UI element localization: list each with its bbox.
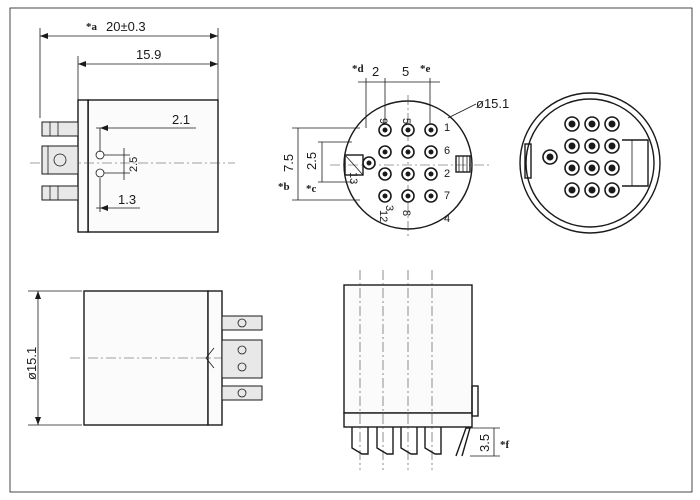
pin-contact-center — [382, 127, 388, 133]
pin-grid: 9 5 1 6 2 13 7 312 8 4 — [347, 118, 450, 225]
bottom-pin-center — [608, 186, 616, 194]
bottom-pin-center — [588, 142, 596, 150]
pin-contact-center — [428, 193, 434, 199]
pin-contact-center — [366, 160, 372, 166]
pin-contact-center — [405, 149, 411, 155]
pin-number-label: 7 — [444, 190, 450, 202]
dim-left-2-5: 2.5 — [304, 152, 319, 170]
pin-contact-center — [405, 193, 411, 199]
dim-left-7-5: 7.5 — [281, 154, 296, 172]
bottom-view — [519, 92, 661, 234]
pin-number-label: 4 — [444, 213, 450, 225]
pin-contact-center — [428, 171, 434, 177]
dim-diameter-top: ø15.1 — [476, 96, 509, 111]
dim-pin-offset-x: 2.1 — [172, 112, 190, 127]
bottom-pin-center — [588, 164, 596, 172]
bottom-pin-center — [546, 153, 554, 161]
note-a: *a — [86, 21, 98, 33]
bottom-pin-center — [608, 142, 616, 150]
bottom-pin-center — [568, 186, 576, 194]
pin-contact-center — [428, 127, 434, 133]
front-view: ø15.1 — [24, 290, 263, 426]
note-b: *b — [278, 181, 290, 193]
pin-side-view: 3.5 *f — [343, 270, 510, 470]
drawing-frame — [9, 7, 693, 493]
dim-top-5: 5 — [402, 64, 409, 79]
note-f: *f — [500, 439, 510, 451]
pin-contact-center — [428, 149, 434, 155]
pin-number-label: 9 — [377, 118, 389, 124]
dim-total-length: 20±0.3 — [106, 19, 146, 34]
bottom-pin-center — [588, 120, 596, 128]
note-e: *e — [420, 63, 431, 75]
pin-contact-center — [382, 193, 388, 199]
pin-layout-view: *d 2 5 *e ø15.1 7.5 2.5 *b *c 9 5 1 6 2 13 7 31… — [278, 63, 509, 236]
bottom-pin-center — [568, 164, 576, 172]
pin-number-label: 13 — [347, 172, 359, 184]
dim-pin-offset-small: 1.3 — [118, 192, 136, 207]
dim-pin-pitch-side: 2.5 — [128, 157, 140, 172]
note-d: *d — [352, 63, 364, 75]
bottom-pin-center — [588, 186, 596, 194]
bottom-pin-center — [568, 120, 576, 128]
dim-diameter-side: ø15.1 — [24, 347, 39, 380]
pin-number-label: 6 — [444, 145, 450, 157]
pin-number-label: 8 — [400, 210, 412, 216]
pin-number-label: 2 — [444, 168, 450, 180]
bottom-pin-center — [608, 120, 616, 128]
bottom-pin-center — [568, 142, 576, 150]
pin-number-label: 1 — [444, 122, 450, 134]
dim-pin-length: 3.5 — [477, 434, 492, 452]
pin-number-label: 12 — [377, 210, 389, 222]
dim-top-2: 2 — [372, 64, 379, 79]
pin-number-label: 3 — [383, 205, 395, 211]
pin-contact-center — [405, 127, 411, 133]
dim-body-length: 15.9 — [136, 47, 161, 62]
side-view: *a 20±0.3 15.9 2.1 — [30, 19, 235, 233]
pin-contact-center — [382, 171, 388, 177]
pin-number-label: 5 — [400, 118, 412, 124]
bottom-pin-center — [608, 164, 616, 172]
pin-contact-center — [382, 149, 388, 155]
pin-contact-center — [405, 171, 411, 177]
note-c: *c — [306, 183, 317, 195]
bottom-pin-array — [542, 116, 620, 198]
